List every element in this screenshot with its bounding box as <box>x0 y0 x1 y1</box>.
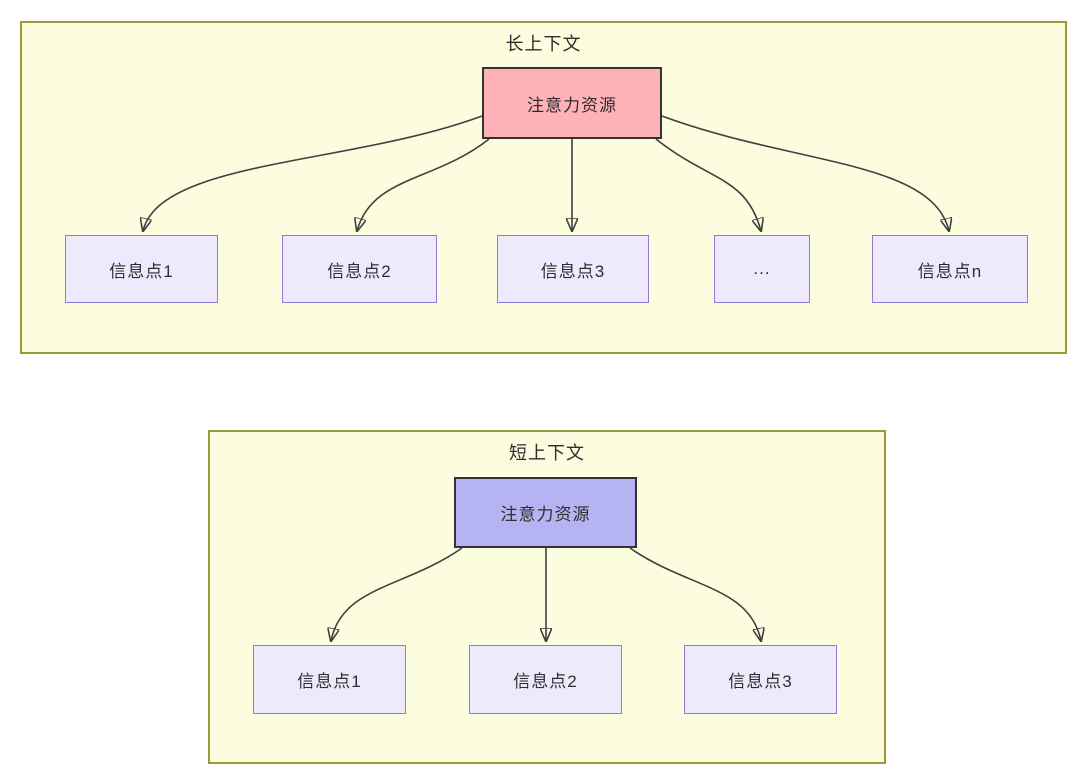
attention-resource-node-short: 注意力资源 <box>454 477 637 548</box>
info-point-node: 信息点n <box>872 235 1028 303</box>
info-point-node: 信息点1 <box>65 235 218 303</box>
long-context-title: 长上下文 <box>505 34 582 54</box>
info-point-node: 信息点3 <box>684 645 837 714</box>
attention-resource-node-long: 注意力资源 <box>482 67 662 139</box>
info-point-node: 信息点3 <box>497 235 649 303</box>
info-point-node: 信息点1 <box>253 645 406 714</box>
info-point-node-ellipsis: ... <box>714 235 810 303</box>
short-context-title: 短上下文 <box>509 443 585 463</box>
info-point-node: 信息点2 <box>469 645 622 714</box>
info-point-node: 信息点2 <box>282 235 437 303</box>
